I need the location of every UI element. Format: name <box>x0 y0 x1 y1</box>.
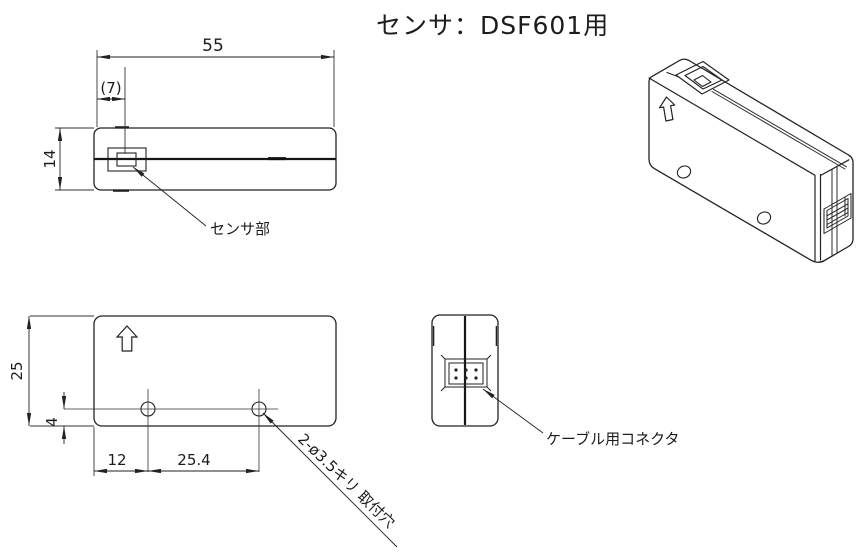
plan-view-extension-lines <box>30 315 95 476</box>
side-view <box>55 50 337 227</box>
dim-height-14: 14 <box>41 149 59 168</box>
side-view-dimension-lines <box>57 54 334 190</box>
connector-outer <box>444 358 488 388</box>
iso-top-edges <box>648 77 850 262</box>
mounting-holes-leader <box>262 412 398 548</box>
dim-hole-to-edge-4: 4 <box>43 417 61 427</box>
connector-pins <box>454 368 478 380</box>
side-view-extension-lines <box>55 50 335 191</box>
cable-connector-label: ケーブル用コネクタ <box>546 430 680 448</box>
mounting-holes-note: 2-ø3.5キリ 取付穴 <box>294 430 398 532</box>
plan-view <box>26 315 398 548</box>
dim-sensor-offset-7: (7) <box>100 79 121 97</box>
sensor-part-leader <box>132 166 207 227</box>
drawing-title: センサ：DSF601用 <box>376 11 609 40</box>
sensor-part-label: センサ部 <box>210 220 270 238</box>
plan-view-body-outline <box>93 315 337 427</box>
cable-connector <box>440 354 492 392</box>
iso-sensor-window <box>666 60 730 95</box>
sensor-window-inner <box>116 152 137 167</box>
end-view-body-outline <box>431 314 499 427</box>
connector-leader <box>482 388 544 434</box>
iso-silhouette <box>648 58 854 263</box>
dim-height-25: 25 <box>8 361 26 380</box>
connector-inner <box>448 362 484 385</box>
plan-view-centerlines <box>64 389 278 472</box>
orientation-arrow-icon <box>115 325 139 352</box>
end-view-edge-marks <box>432 326 498 346</box>
iso-hole-right <box>756 211 772 225</box>
plan-view-dimension-lines <box>26 316 259 474</box>
iso-connector <box>823 193 852 234</box>
iso-view <box>648 58 854 263</box>
iso-orientation-arrow-icon <box>658 96 676 122</box>
dim-length-55: 55 <box>202 36 224 56</box>
sensor-window-outer <box>107 147 147 172</box>
iso-hole-left <box>676 165 692 179</box>
dim-hole-left-12: 12 <box>107 451 126 469</box>
end-view <box>431 314 544 434</box>
dim-hole-pitch-25-4: 25.4 <box>177 451 210 469</box>
